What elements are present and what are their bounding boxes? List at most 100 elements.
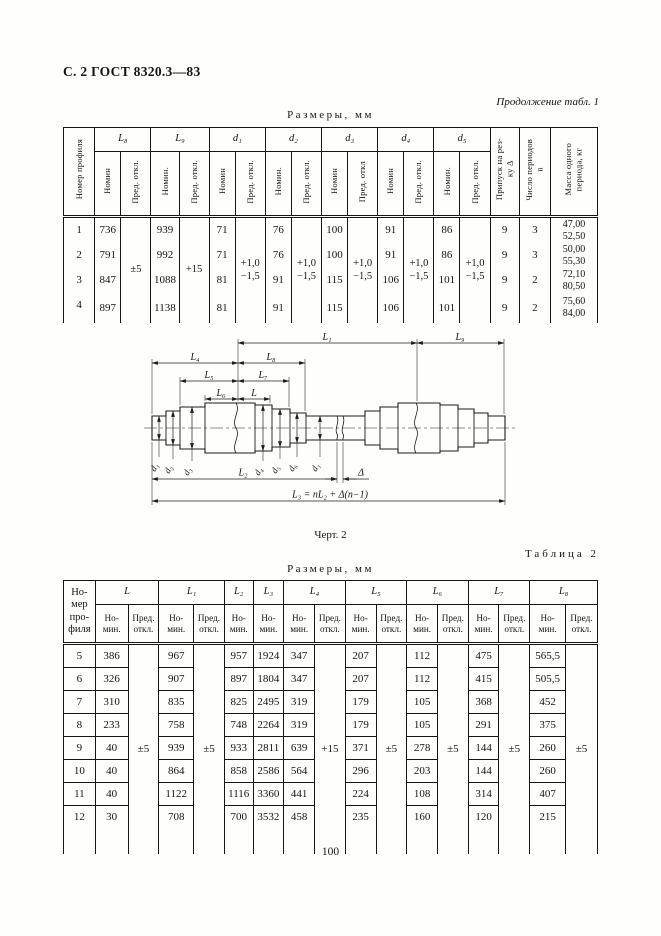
t2-tol-L6: ±5 bbox=[436, 643, 469, 854]
t1-sub: Номин bbox=[94, 151, 122, 218]
t2-cell: 179 bbox=[344, 713, 377, 737]
t2-cell: 2811 bbox=[252, 736, 285, 760]
t1-cell: 101 bbox=[433, 268, 461, 293]
table2-header-groups: Но- мер про- филя L L₁ L₂ L₃ L₄ L₅ L₆ L₇… bbox=[63, 580, 598, 645]
t2-group-L7: L₇ bbox=[467, 580, 531, 605]
t1-sub: Пред. откл. bbox=[290, 151, 323, 218]
t2-cell: 1122 bbox=[158, 782, 195, 806]
t1-sub: Номин bbox=[377, 151, 405, 218]
d2-label: d₂ bbox=[162, 463, 174, 475]
t1-cell-mass: 50,00 55,30 bbox=[549, 243, 599, 268]
t1-cell: 3 bbox=[62, 268, 96, 293]
t1-cell: 9 bbox=[489, 293, 520, 323]
t1-cell: 91 bbox=[264, 268, 292, 293]
t1-tol-d1: +1,0 −1,5 bbox=[234, 216, 266, 323]
t2-cell: 30 bbox=[94, 805, 129, 828]
t1-cell-mass: 75,60 84,00 bbox=[549, 293, 599, 323]
t2-cell: 967 bbox=[158, 643, 195, 668]
t2-cell: 105 bbox=[406, 690, 438, 714]
t2-tol-L5: ±5 bbox=[375, 643, 408, 854]
t2-cell: 314 bbox=[467, 782, 500, 806]
t2-cell: 12 bbox=[63, 805, 96, 828]
t1-tol-L9: +15 bbox=[178, 216, 210, 323]
dim-label-L5: L₅ bbox=[203, 370, 214, 381]
t2-cell: 441 bbox=[283, 782, 316, 806]
t1-cell: 3 bbox=[518, 216, 551, 243]
t1-group-d3: d₃ bbox=[321, 127, 379, 152]
table2-row: 6 326 907 897 1804 347 207 112 415 505,5 bbox=[63, 667, 598, 691]
t2-cell: 1804 bbox=[252, 667, 285, 691]
t2-cell: 3360 bbox=[252, 782, 285, 806]
t2-tol-L: ±5 bbox=[127, 643, 160, 854]
t2-group-L8: L₈ bbox=[529, 580, 598, 605]
t1-cell: 86 bbox=[433, 216, 461, 243]
t1-cell: 9 bbox=[489, 216, 520, 243]
t1-cell: 76 bbox=[264, 243, 292, 268]
t1-cell: 91 bbox=[377, 216, 405, 243]
t1-cell: 9 bbox=[489, 243, 520, 268]
table1-row: 3 847 1088 81 91 115 106 101 9 2 72,10 8… bbox=[62, 268, 599, 293]
dim-label-L8: L₈ bbox=[265, 352, 276, 363]
t1-cell: 106 bbox=[377, 268, 405, 293]
table2-filler-row bbox=[63, 828, 598, 854]
table2-row: 7 310 835 825 2495 319 179 105 368 452 bbox=[63, 690, 598, 714]
t2-sub-nom: Но- мин. bbox=[467, 604, 500, 645]
figure-caption: Черт. 2 bbox=[314, 529, 347, 541]
break-lines bbox=[234, 402, 418, 454]
t2-sub-pred: Пред. откл. bbox=[436, 604, 469, 645]
t1-col-mass: Масса одного периода, кг bbox=[549, 127, 599, 218]
t1-cell: 115 bbox=[321, 293, 349, 323]
t2-cell: 708 bbox=[158, 805, 195, 828]
t1-sub: Номин. bbox=[150, 151, 180, 218]
t1-group-d1: d₁ bbox=[208, 127, 266, 152]
t2-filler-cell bbox=[283, 828, 316, 854]
t1-cell: 91 bbox=[377, 243, 405, 268]
table2-header-sub: Но- мин. Пред. откл. Но- мин. Пред. откл… bbox=[64, 604, 598, 645]
t1-cell: 81 bbox=[208, 293, 236, 323]
t2-cell: 957 bbox=[223, 643, 254, 668]
t2-cell: 179 bbox=[344, 690, 377, 714]
t1-tol-d2: +1,0 −1,5 bbox=[290, 216, 323, 323]
shoulder-faces bbox=[165, 403, 489, 453]
d5-label: d₅ bbox=[269, 463, 281, 475]
table2-row: 5 386 ±5 967 ±5 957 1924 347 +15 207 ±5 … bbox=[63, 643, 598, 854]
table1: Номер профиля L₈ L₉ d₁ d₂ d₃ d₄ d₅ Припу… bbox=[62, 127, 599, 323]
d1b-label: d₁ bbox=[309, 461, 321, 473]
t1-sub: Номин. bbox=[264, 151, 292, 218]
t2-cell: 207 bbox=[344, 643, 377, 668]
t1-group-L9: L₉ bbox=[150, 127, 210, 152]
t2-cell: 407 bbox=[529, 782, 567, 806]
t2-cell: 224 bbox=[344, 782, 377, 806]
t1-group-d4: d₄ bbox=[377, 127, 435, 152]
t2-sub-nom: Но- мин. bbox=[529, 604, 567, 645]
t2-cell: 2264 bbox=[252, 713, 285, 737]
t2-cell: 10 bbox=[63, 759, 96, 783]
t2-cell: 5 bbox=[63, 643, 96, 668]
dim-label-L6: L₆ bbox=[215, 388, 226, 399]
t1-tol-d4: +1,0 −1,5 bbox=[403, 216, 435, 323]
t2-cell: 475 bbox=[467, 643, 500, 668]
t2-cell: 347 bbox=[283, 667, 316, 691]
t2-cell: 40 bbox=[94, 759, 129, 783]
table1-row: 2 791 992 71 76 100 91 86 9 3 50,00 55,3… bbox=[62, 243, 599, 268]
t1-cell: 736 bbox=[94, 216, 122, 243]
t1-cell: 3 bbox=[518, 243, 551, 268]
diameter-leaders bbox=[158, 440, 321, 461]
t2-group-L4: L₄ bbox=[283, 580, 346, 605]
t2-tol-L7: ±5 bbox=[498, 643, 531, 854]
t2-cell: 347 bbox=[283, 643, 316, 668]
t1-cell: 847 bbox=[94, 268, 122, 293]
t1-cell: 1088 bbox=[150, 268, 180, 293]
t2-filler-cell bbox=[467, 828, 500, 854]
t2-cell: 415 bbox=[467, 667, 500, 691]
t2-sub-pred: Пред. откл. bbox=[127, 604, 160, 645]
d4-label: d₄ bbox=[252, 465, 264, 477]
table1-row: 1 736 ±5 939 +15 71 +1,0 −1,5 76 +1,0 −1… bbox=[62, 216, 599, 323]
dim-label-L9: L₉ bbox=[454, 333, 465, 343]
t2-sub-nom: Но- мин. bbox=[94, 604, 129, 645]
t2-group-L3: L₃ bbox=[252, 580, 285, 605]
t2-filler-cell bbox=[158, 828, 195, 854]
table2-row: 11 40 1122 1116 3360 441 224 108 314 407 bbox=[63, 782, 598, 806]
t2-cell: 2586 bbox=[252, 759, 285, 783]
